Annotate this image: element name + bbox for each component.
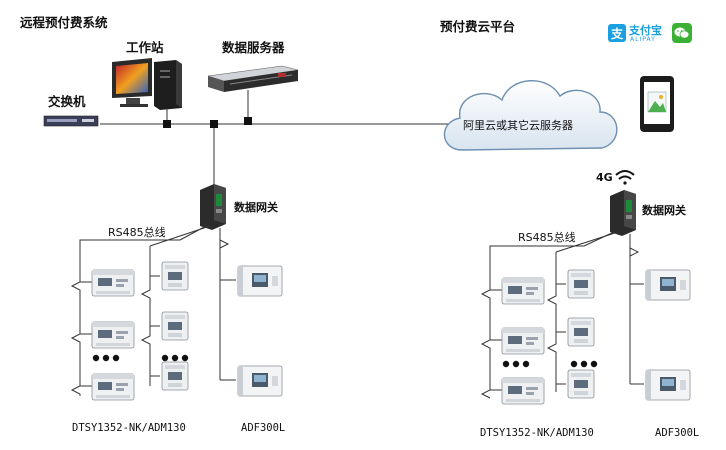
- left-system-title: 远程预付费系统: [20, 15, 108, 30]
- meter-dtsy: [501, 327, 545, 355]
- lan-node: [244, 117, 252, 125]
- right-gateway-label: 数据网关: [642, 204, 686, 217]
- left-bus-label: RS485总线: [108, 226, 166, 239]
- lan-node: [210, 120, 218, 128]
- right-gateway-device: [610, 190, 636, 236]
- meter-adm: [161, 361, 189, 391]
- wifi-signal-icon: [615, 170, 635, 185]
- left-meter-group-a-label: DTSY1352-NK/ADM130: [72, 422, 186, 434]
- meter-adm: [161, 311, 189, 341]
- alipay-icon: 支: [608, 24, 626, 42]
- tablet-device: [640, 76, 674, 132]
- meter-dtsy: [91, 373, 135, 401]
- meter-adm: [567, 369, 595, 399]
- meter-adf300l: [237, 365, 283, 397]
- left-gateway-label: 数据网关: [234, 201, 278, 214]
- meter-adf300l: [645, 369, 691, 401]
- meter-adm: [567, 269, 595, 299]
- workstation-label: 工作站: [126, 40, 164, 55]
- right-meter-group-a-label: DTSY1352-NK/ADM130: [480, 427, 594, 439]
- left-meter-group-b-label: ADF300L: [241, 422, 286, 434]
- ellipsis-dots: [502, 360, 598, 368]
- switch-label: 交换机: [48, 94, 86, 109]
- right-bus-label: RS485总线: [518, 231, 576, 244]
- alipay-text: 支付宝: [629, 24, 662, 37]
- meter-adf300l: [645, 269, 691, 301]
- signal-label: 4G: [596, 171, 613, 184]
- meter-adf300l: [237, 265, 283, 297]
- data-server-label: 数据服务器: [222, 40, 285, 55]
- ellipsis-dots: [92, 354, 189, 362]
- alipay-subtext: ALIPAY: [630, 36, 656, 43]
- right-meter-group-b-label: ADF300L: [655, 427, 700, 439]
- meter-dtsy: [501, 277, 545, 305]
- lan-node: [163, 120, 171, 128]
- cloud-shape: [443, 80, 618, 151]
- meter-adm: [567, 317, 595, 347]
- meter-dtsy: [91, 269, 135, 297]
- wechat-icon: [672, 23, 692, 43]
- meter-adm: [161, 261, 189, 291]
- meter-dtsy: [91, 321, 135, 349]
- workstation-device: [112, 58, 182, 110]
- switch-device: [43, 115, 99, 127]
- cloud-label: 阿里云或其它云服务器: [463, 119, 573, 132]
- right-system-title: 预付费云平台: [440, 19, 516, 34]
- data-server-device: [207, 65, 299, 92]
- left-gateway-device: [200, 184, 226, 230]
- meter-dtsy: [501, 377, 545, 405]
